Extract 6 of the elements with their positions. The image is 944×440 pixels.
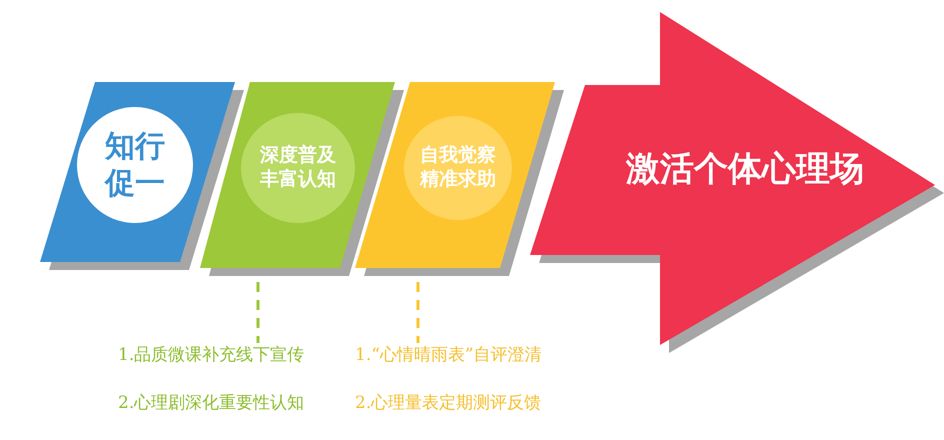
list-item: 2.心理剧深化重要性认知	[118, 392, 304, 414]
dashed-connector	[416, 282, 420, 343]
dashed-connector	[256, 282, 260, 343]
list-item: 1.“心情晴雨表”自评澄清	[355, 344, 542, 366]
list-item: 2.心理量表定期测评反馈	[355, 392, 542, 414]
list-item: 1.品质微课补充线下宣传	[118, 344, 304, 366]
